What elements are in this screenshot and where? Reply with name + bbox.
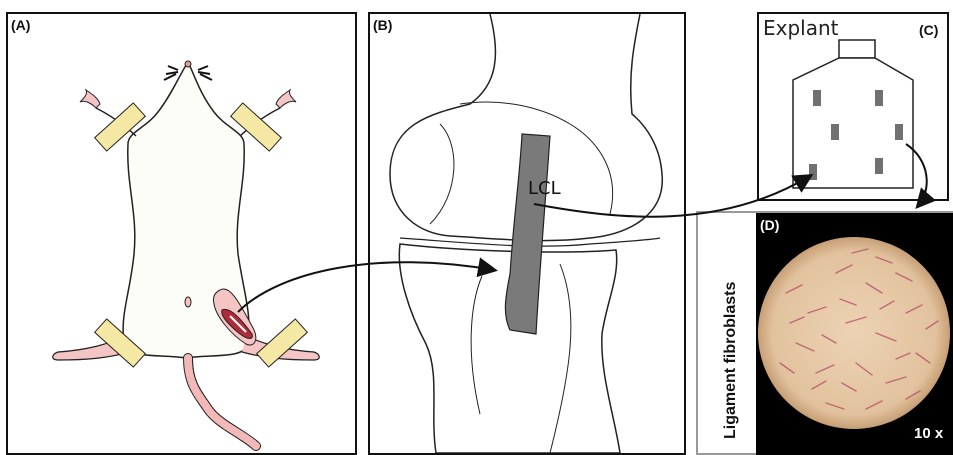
ligament-fibroblasts-label: Ligament fibroblasts [722, 282, 740, 439]
explant-piece-2 [875, 90, 883, 106]
whiskers-right [198, 66, 212, 80]
knee-illustration [370, 14, 684, 453]
flask-cap [839, 40, 875, 58]
explant-piece-3 [831, 124, 839, 140]
panel-c: Explant (C) [757, 12, 949, 201]
explant-piece-6 [875, 158, 883, 174]
explant-piece-5 [809, 164, 817, 180]
panel-a: (A) [6, 12, 357, 455]
tail [188, 358, 256, 446]
panel-b: (B) LCL [368, 12, 686, 455]
lcl-label: LCL [528, 178, 561, 199]
explant-piece-1 [813, 90, 821, 106]
magnification-label: 10 x [914, 425, 943, 442]
flask-illustration [759, 14, 947, 199]
paw-front-right [276, 90, 296, 108]
mouse-illustration [8, 14, 355, 453]
panel-d: 10 x (D) Ligament fibroblasts [696, 211, 953, 455]
micrograph [756, 213, 953, 455]
micrograph-field [758, 237, 950, 429]
whiskers-left [164, 66, 178, 80]
nose [185, 61, 191, 67]
genital-mark [185, 297, 191, 307]
micrograph-area: 10 x [756, 213, 953, 455]
explant-piece-4 [895, 124, 903, 140]
panel-d-label: (D) [760, 217, 779, 233]
paw-front-left [80, 90, 100, 108]
